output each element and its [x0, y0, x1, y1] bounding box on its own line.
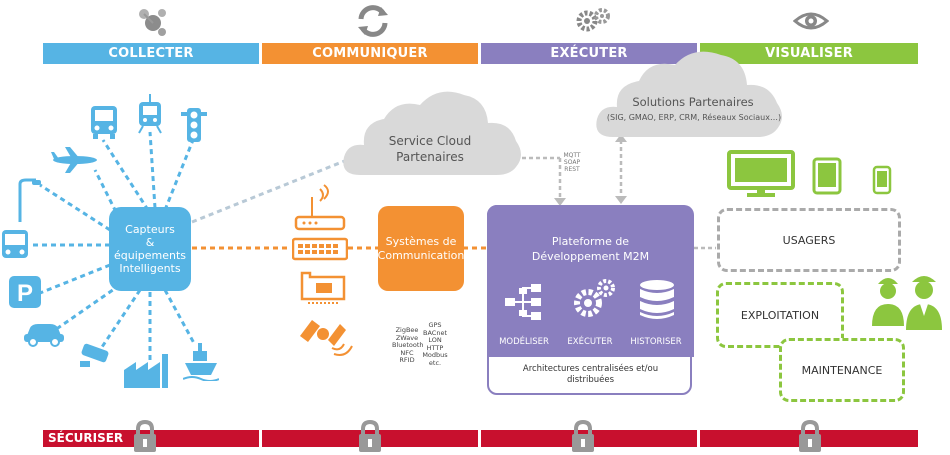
- protocols-right: GPS BACnet LON HTTP Modbus etc.: [422, 321, 448, 367]
- padlock-icon: [572, 420, 594, 452]
- usagers-label: USAGERS: [782, 233, 836, 247]
- bus-front-icon: [2, 230, 28, 258]
- cloud-solutions-subtitle: (SIG, GMAO, ERP, CRM, Réseaux Sociaux…): [606, 113, 782, 122]
- network-switch-icon: [292, 237, 348, 261]
- exchange-arrows-icon: [358, 5, 388, 37]
- traffic-light-icon: [181, 108, 207, 142]
- module-modeliser: MODÉLISER: [499, 337, 549, 347]
- ship-icon: [183, 343, 219, 381]
- airplane-icon: [51, 147, 97, 173]
- phase-band-visualiser: VISUALISER: [700, 43, 918, 64]
- gears-white-icon: [574, 279, 615, 317]
- phase-label: COMMUNIQUER: [312, 46, 428, 61]
- phase-label: VISUALISER: [765, 46, 853, 61]
- protocols-left: ZigBee ZWave Bluetooth NFC RFID: [392, 326, 424, 364]
- bus-icon: [91, 106, 117, 139]
- monitor-icon: [727, 150, 795, 197]
- exploitation-label: EXPLOITATION: [740, 308, 820, 322]
- satellite-icon: [300, 320, 353, 356]
- gears-icon: [576, 8, 610, 32]
- cloud-service-shape: [343, 91, 521, 175]
- factory-icon: [124, 354, 168, 388]
- phase-band-communiquer: COMMUNIQUER: [262, 43, 478, 64]
- database-icon: [640, 280, 674, 319]
- tablet-icon: [812, 157, 842, 195]
- camera-icon: [80, 343, 109, 367]
- maintenance-label: MAINTENANCE: [801, 363, 883, 377]
- communication-box: Systèmes de Communication: [378, 206, 464, 291]
- phase-band-collecter: COLLECTER: [43, 43, 259, 64]
- circuit-board-icon: [300, 271, 346, 304]
- module-historiser: HISTORISER: [630, 337, 682, 347]
- tram-icon: [138, 94, 162, 134]
- hierarchy-icon: [505, 284, 541, 320]
- smartphone-icon: [872, 165, 892, 195]
- maintenance-box: MAINTENANCE: [779, 338, 905, 402]
- platform-footer: Architectures centralisées et/ou distrib…: [522, 364, 659, 385]
- cloud-service-label: Service Cloud Partenaires: [388, 134, 472, 164]
- usagers-box: USAGERS: [717, 208, 901, 272]
- router-icon: [294, 184, 346, 231]
- capteurs-label: Capteurs & équipements Intelligents: [113, 223, 187, 275]
- car-icon: [24, 324, 64, 347]
- phase-label: COLLECTER: [108, 46, 194, 61]
- cloud-protocols: MQTT SOAP REST: [563, 152, 581, 173]
- padlock-icon: [134, 420, 156, 452]
- phase-label: EXÉCUTER: [550, 46, 628, 61]
- eye-icon: [793, 12, 829, 30]
- workers-icon: [872, 276, 942, 330]
- platform-title: Plateforme de Développement M2M: [531, 235, 650, 263]
- padlock-icon: [359, 420, 381, 452]
- cloud-solutions-title: Solutions Partenaires: [632, 95, 754, 109]
- padlock-icon: [799, 420, 821, 452]
- parking-icon: P: [9, 276, 41, 308]
- cloud-solutions-shape: [596, 51, 782, 137]
- molecule-icon: [139, 9, 166, 36]
- exploitation-box: EXPLOITATION: [716, 282, 844, 348]
- communication-label: Systèmes de Communication: [377, 234, 465, 262]
- secure-label: SÉCURISER: [48, 431, 124, 445]
- module-executer: EXÉCUTER: [567, 337, 613, 347]
- street-lamp-icon: [18, 178, 41, 222]
- phase-band-executer: EXÉCUTER: [481, 43, 697, 64]
- svg-text:P: P: [17, 280, 33, 307]
- capteurs-box: Capteurs & équipements Intelligents: [109, 207, 191, 291]
